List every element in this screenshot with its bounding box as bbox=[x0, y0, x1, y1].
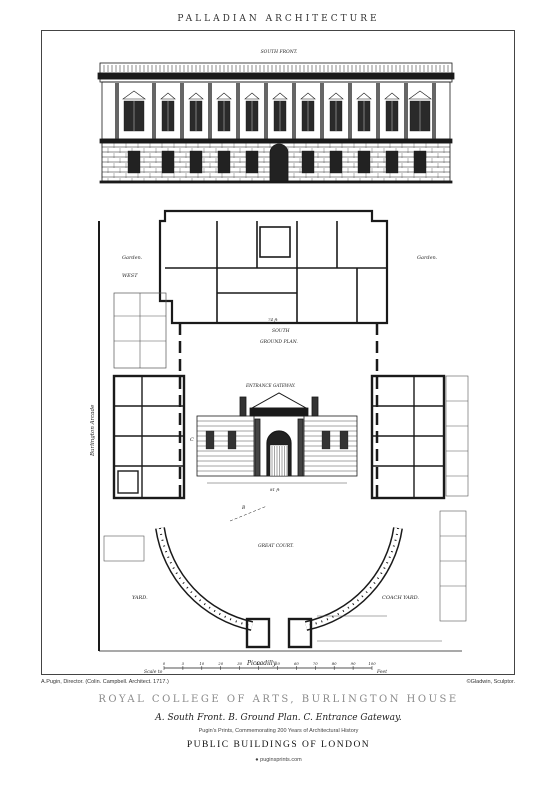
entrance-gateway-label: ENTRANCE GATEWAY. bbox=[245, 383, 296, 388]
garden-left-label: Garden. bbox=[122, 255, 143, 261]
scale-tick-label: 50 bbox=[275, 661, 280, 666]
west-label: WEST bbox=[122, 273, 138, 279]
letter-c-label: C bbox=[190, 437, 194, 443]
burlington-arcade-label: Burlington Arcade bbox=[90, 404, 96, 457]
engraving-plate: SOUTH FRONT. bbox=[41, 30, 515, 675]
website-link[interactable]: ● puginsprints.com bbox=[255, 757, 302, 763]
sculptor-credit: ©Gladwin, Sculptor. bbox=[466, 679, 515, 685]
series-title: PUBLIC BUILDINGS OF LONDON bbox=[186, 740, 371, 750]
plate-subtitle: A. South Front. B. Ground Plan. C. Entra… bbox=[155, 713, 402, 723]
scale-tick-label: 5 bbox=[182, 661, 185, 666]
scale-tick-label: 30 bbox=[237, 661, 242, 666]
scale-tick-label: 70 bbox=[313, 661, 318, 666]
plate-title: ROYAL COLLEGE OF ARTS, BURLINGTON HOUSE bbox=[98, 694, 459, 705]
header-title: PALLADIAN ARCHITECTURE bbox=[177, 14, 380, 24]
south-front-label: SOUTH FRONT. bbox=[261, 49, 298, 55]
yard-label: YARD. bbox=[132, 595, 148, 601]
scale-tick-label: 40 bbox=[255, 661, 261, 666]
scale-tick-label: 90 bbox=[351, 661, 356, 666]
ground-plan-label: GROUND PLAN. bbox=[260, 339, 298, 345]
scale-tick-label: 20 bbox=[217, 661, 223, 666]
garden-right-label: Garden. bbox=[417, 255, 438, 261]
south-front-elevation: SOUTH FRONT. bbox=[97, 49, 455, 184]
dim-top-label: 74 ft bbox=[268, 317, 278, 322]
dim-bottom-label: 81 ft bbox=[270, 487, 280, 492]
great-court-label: GREAT COURT. bbox=[258, 543, 294, 549]
plan-labels: Garden. Garden. WEST SOUTH GROUND PLAN. … bbox=[90, 255, 438, 667]
tagline: Pugin's Prints, Commemorating 200 Years … bbox=[198, 728, 359, 734]
architectural-drawing: SOUTH FRONT. bbox=[90, 49, 469, 675]
scale-bar: Scale to 0 5 10 20 30 40 50 60 70 80 90 100 Feet bbox=[144, 661, 387, 675]
scale-tick-label: 100 bbox=[368, 661, 376, 666]
scale-tick-label: 60 bbox=[294, 661, 299, 666]
scale-tick-label: 80 bbox=[332, 661, 337, 666]
scale-suffix-label: Feet bbox=[376, 669, 387, 675]
scale-prefix-label: Scale to bbox=[144, 669, 163, 675]
scale-tick-label: 10 bbox=[199, 661, 204, 666]
piccadilly-label: Piccadilly bbox=[246, 660, 277, 667]
ground-plan bbox=[98, 209, 469, 652]
coach-yard-label: COACH YARD. bbox=[382, 595, 419, 601]
letter-b-label: B bbox=[241, 505, 246, 511]
entrance-gateway-elevation bbox=[196, 392, 358, 484]
scale-tick-label: 0 bbox=[163, 661, 166, 666]
south-label: SOUTH bbox=[272, 328, 290, 334]
director-credit: A.Pugin, Director. (Colin. Campbell. Arc… bbox=[41, 679, 169, 685]
